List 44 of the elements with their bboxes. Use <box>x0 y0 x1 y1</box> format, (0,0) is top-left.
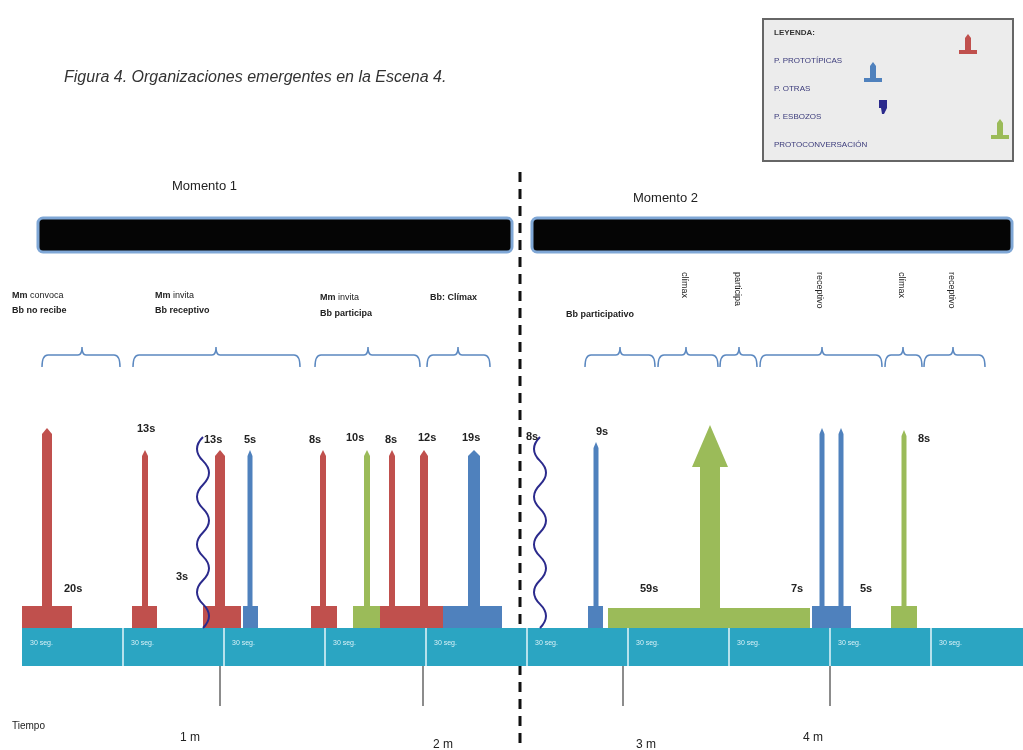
duration-label: 59s <box>640 582 659 594</box>
axis-label: Tiempo <box>12 720 45 731</box>
duration-label: 10s <box>346 431 365 443</box>
legend-heading: LEYENDA: <box>774 28 815 37</box>
duration-label: 8s <box>385 433 398 445</box>
phase-label: Mm invita <box>155 290 194 300</box>
section-heading: Momento 2 <box>633 190 699 205</box>
phase-label: participa <box>733 272 743 307</box>
duration-label: 12s <box>418 431 437 443</box>
tick-label: 3 m <box>636 737 656 750</box>
duration-label: 8s <box>526 430 539 442</box>
section-heading: Momento 1 <box>172 178 238 193</box>
duration-label: 13s <box>137 422 156 434</box>
figure-title: Figura 4. Organizaciones emergentes en la Escena 4. <box>64 68 447 86</box>
phase-label: receptivo <box>815 272 825 309</box>
duration-label: 8s <box>918 432 931 444</box>
legend-label: PROTOCONVERSACIÓN <box>774 140 868 149</box>
phase-label: Mm invita <box>320 292 359 302</box>
duration-label: 13s <box>204 433 223 445</box>
phase-label: Bb receptivo <box>155 305 210 315</box>
duration-label: 20s <box>64 582 83 594</box>
phase-label: receptivo <box>947 272 957 309</box>
duration-label: 9s <box>596 425 609 437</box>
legend-label: P. ESBOZOS <box>774 112 822 121</box>
section-bar <box>530 216 1014 254</box>
tick-label: 1 m <box>180 730 200 744</box>
duration-label: 19s <box>462 431 481 443</box>
duration-label: 7s <box>791 582 804 594</box>
duration-label: 5s <box>244 433 257 445</box>
duration-label: 8s <box>309 433 322 445</box>
phase-label: Bb no recibe <box>12 305 67 315</box>
phase-label: Bb: Clímax <box>430 292 477 302</box>
duration-label: 5s <box>860 582 873 594</box>
phase-label: Mm convoca <box>12 290 64 300</box>
legend-label: P. OTRAS <box>774 84 811 93</box>
phase-label: Bb participa <box>320 308 372 318</box>
legend-label: P. PROTOTÍPICAS <box>774 56 843 65</box>
section-bar <box>36 216 514 254</box>
tick-label: 2 m <box>433 737 453 750</box>
phase-label: clímax <box>897 272 907 298</box>
duration-label: 3s <box>176 570 189 582</box>
tick-label: 4 m <box>803 730 823 744</box>
phase-label: clímax <box>680 272 690 298</box>
phase-label: Bb participativo <box>566 309 635 321</box>
